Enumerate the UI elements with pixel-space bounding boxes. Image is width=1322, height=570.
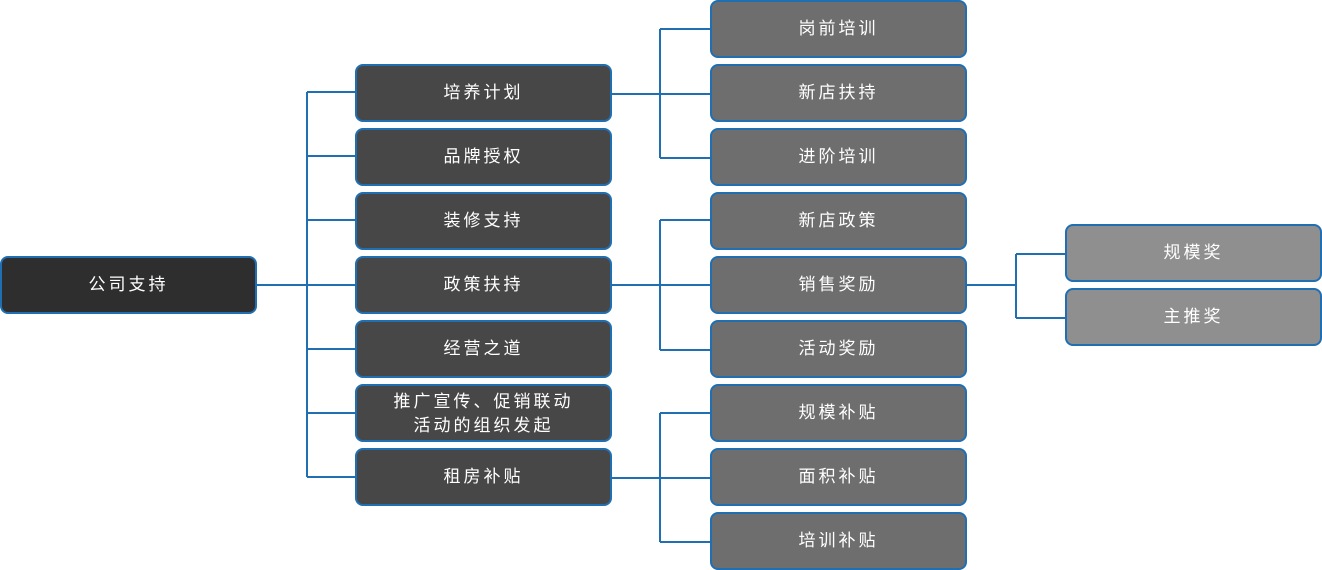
node-label: 规模奖 (1164, 243, 1224, 263)
node-new-store-policy[interactable]: 新店政策 (710, 192, 967, 250)
node-label: 经营之道 (444, 339, 524, 359)
node-label-line1: 推广宣传、促销联动 (394, 392, 574, 412)
node-main-push-award[interactable]: 主推奖 (1065, 288, 1322, 346)
node-pre-job-training[interactable]: 岗前培训 (710, 0, 967, 58)
node-label: 公司支持 (89, 275, 169, 295)
node-label: 新店扶持 (799, 83, 879, 103)
node-area-subsidy[interactable]: 面积补贴 (710, 448, 967, 506)
node-label: 活动奖励 (799, 339, 879, 359)
node-sales-reward[interactable]: 销售奖励 (710, 256, 967, 314)
node-policy-support[interactable]: 政策扶持 (355, 256, 612, 314)
node-activity-reward[interactable]: 活动奖励 (710, 320, 967, 378)
node-label: 培养计划 (444, 83, 524, 103)
node-business-way[interactable]: 经营之道 (355, 320, 612, 378)
node-label: 面积补贴 (799, 467, 879, 487)
node-label: 装修支持 (444, 211, 524, 231)
node-promotion[interactable]: 推广宣传、促销联动 活动的组织发起 (355, 384, 612, 442)
node-label: 政策扶持 (444, 275, 524, 295)
node-training-plan[interactable]: 培养计划 (355, 64, 612, 122)
node-label: 租房补贴 (444, 467, 524, 487)
node-brand-license[interactable]: 品牌授权 (355, 128, 612, 186)
connectors (256, 28, 1066, 543)
node-label: 规模补贴 (799, 403, 879, 423)
node-label: 进阶培训 (799, 147, 879, 167)
node-label: 新店政策 (799, 211, 879, 231)
node-label: 销售奖励 (799, 275, 879, 295)
node-label: 培训补贴 (799, 531, 879, 551)
node-decoration-support[interactable]: 装修支持 (355, 192, 612, 250)
node-label: 品牌授权 (444, 147, 524, 167)
node-label-line2: 活动的组织发起 (414, 416, 554, 436)
node-new-store-support[interactable]: 新店扶持 (710, 64, 967, 122)
node-advanced-training[interactable]: 进阶培训 (710, 128, 967, 186)
node-training-subsidy[interactable]: 培训补贴 (710, 512, 967, 570)
node-scale-award[interactable]: 规模奖 (1065, 224, 1322, 282)
node-rent-subsidy[interactable]: 租房补贴 (355, 448, 612, 506)
node-company-support[interactable]: 公司支持 (0, 256, 257, 314)
node-label: 岗前培训 (799, 19, 879, 39)
node-label: 主推奖 (1164, 307, 1224, 327)
node-scale-subsidy[interactable]: 规模补贴 (710, 384, 967, 442)
